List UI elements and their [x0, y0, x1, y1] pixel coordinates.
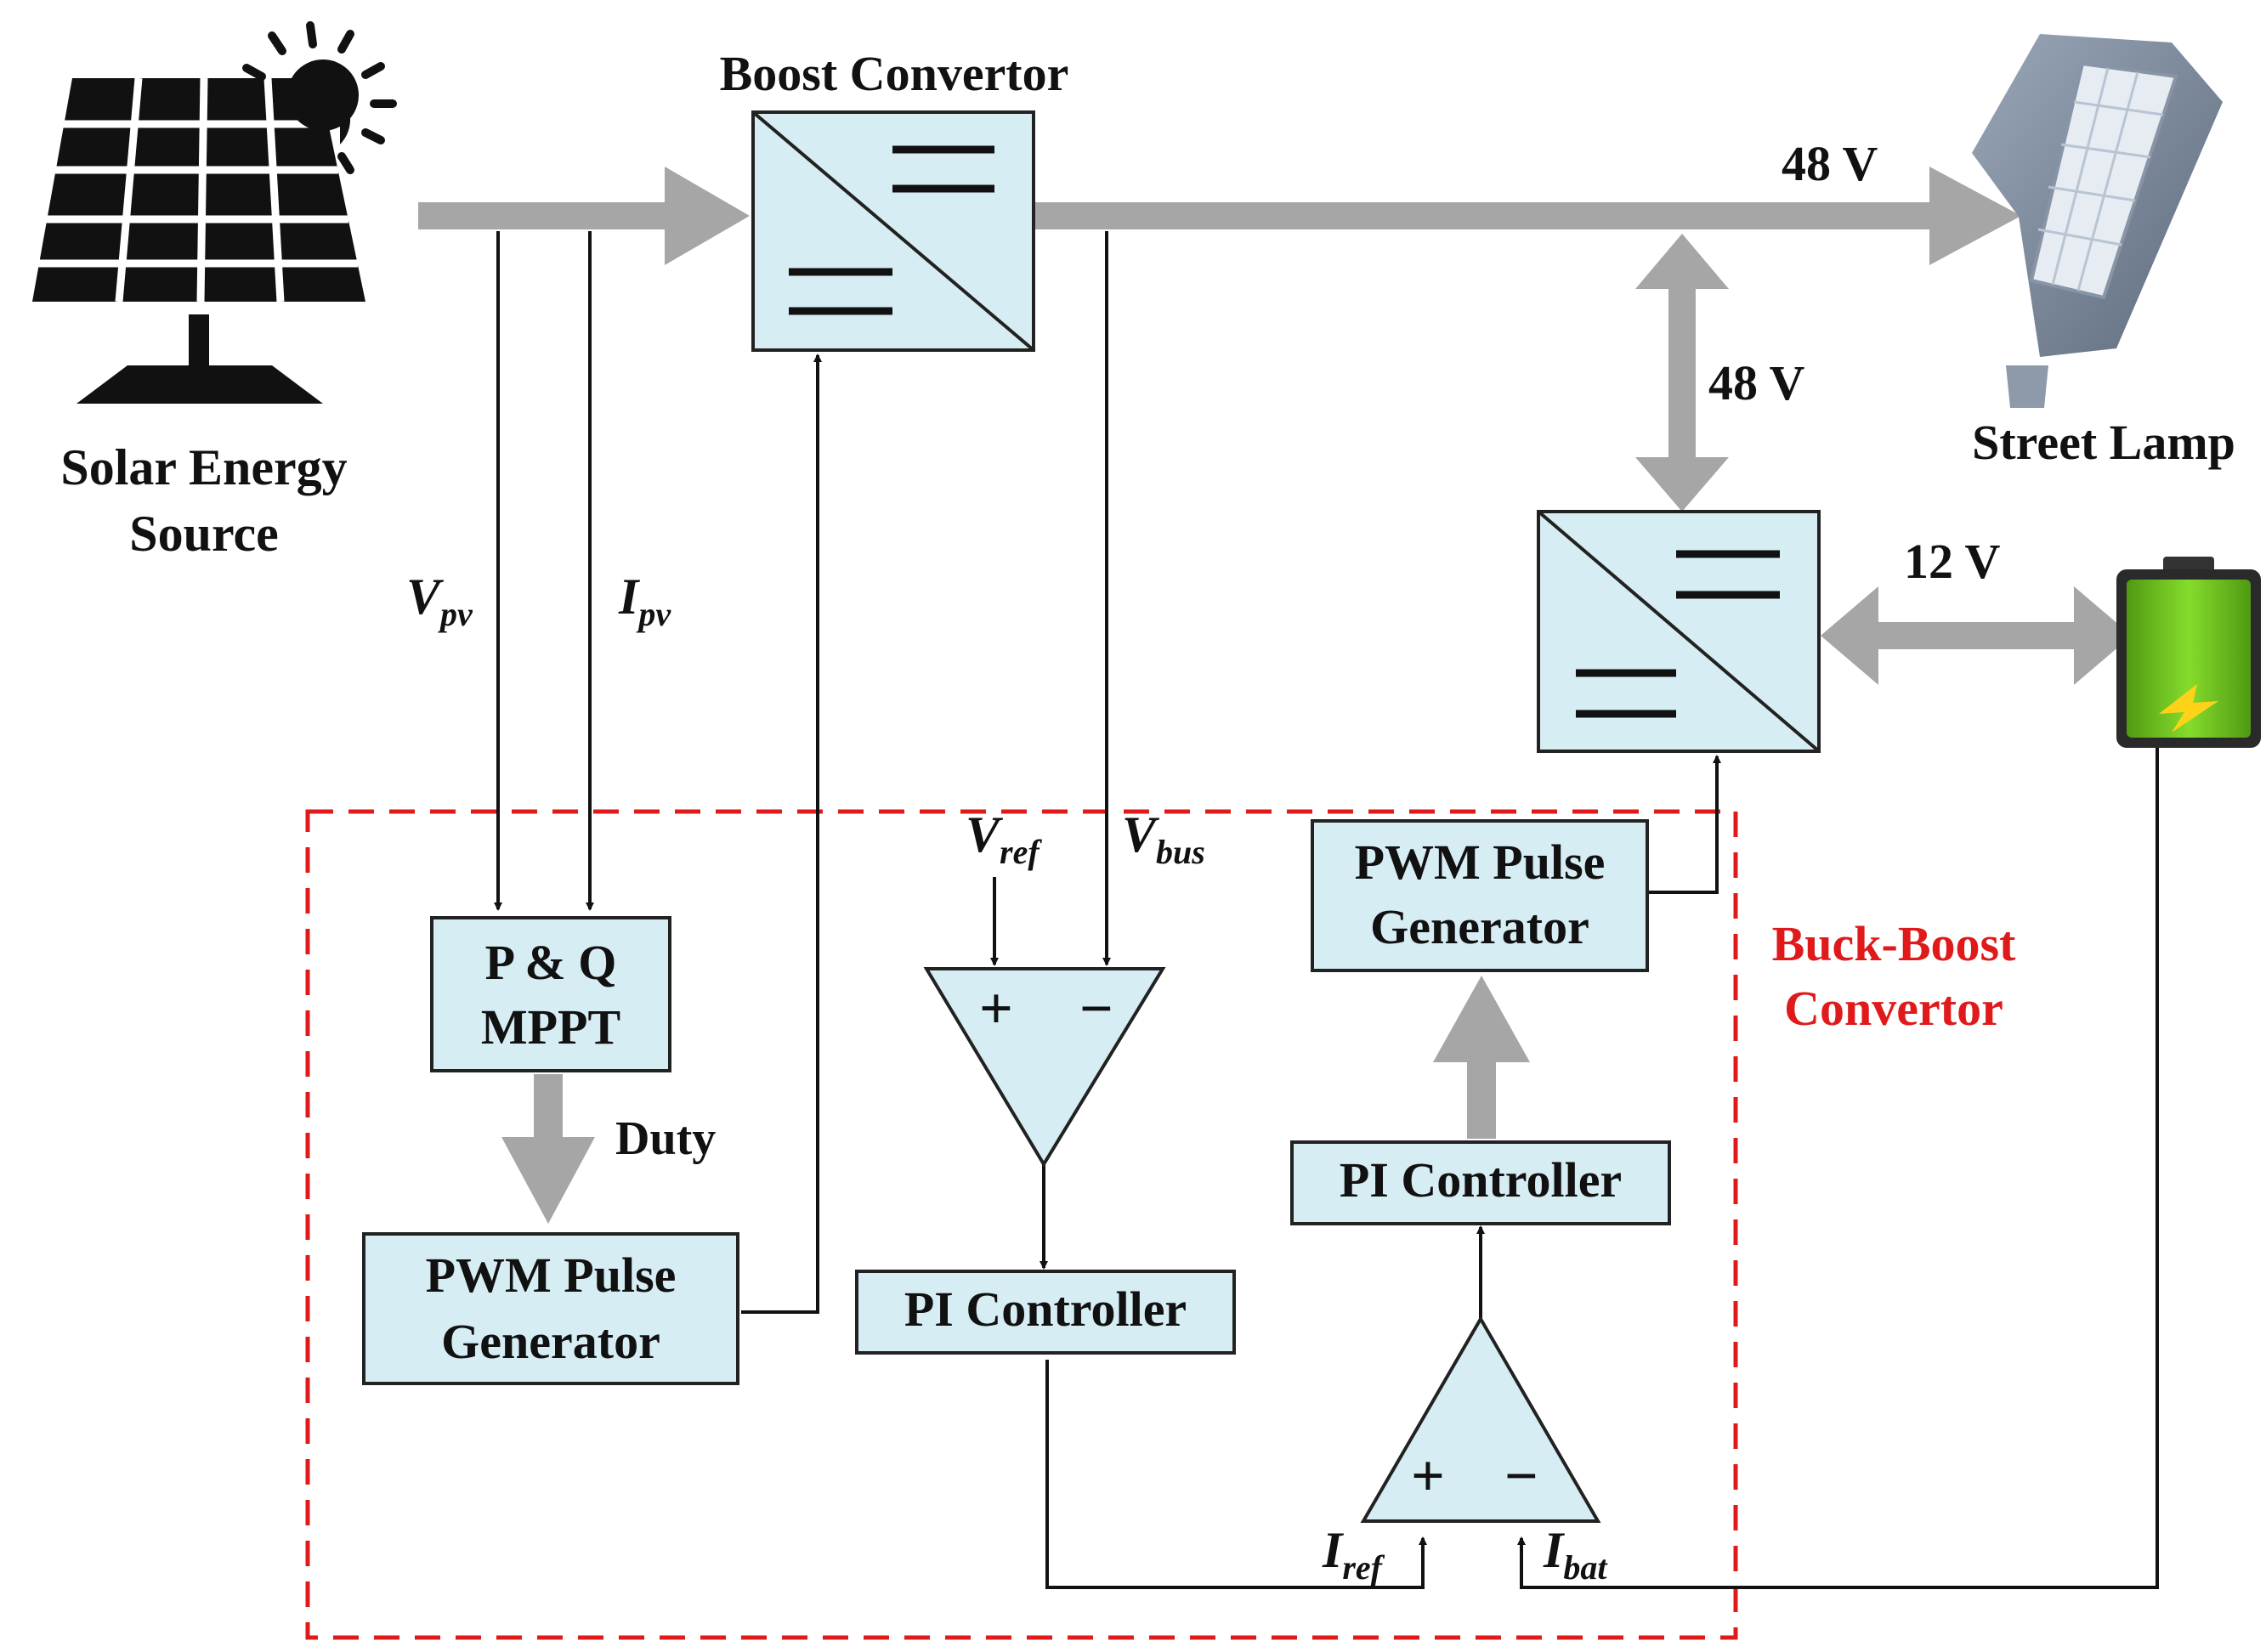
boost-duty-signal-line: [741, 354, 822, 1314]
pi-mid-block: PI Controller: [855, 1270, 1236, 1355]
battery-voltage-label: 12 V: [1904, 534, 2000, 589]
current-minus-sign: −: [1504, 1444, 1538, 1509]
solar-source-label-line1: Solar Energy: [60, 439, 347, 495]
pwm-right-block: PWM Pulse Generator: [1311, 819, 1649, 972]
voltage-minus-sign: −: [1079, 976, 1113, 1042]
vref-label: Vref: [966, 806, 1042, 871]
pwm-right-label-line1: PWM Pulse: [1355, 834, 1606, 890]
pwm-right-label-line2: Generator: [1370, 899, 1589, 954]
street-lamp-icon: [1972, 34, 2223, 408]
pwm-left-block: PWM Pulse Generator: [362, 1232, 739, 1385]
buckboost-converter-block: [1537, 510, 1821, 753]
boost-converter-title: Boost Convertor: [720, 46, 1069, 101]
bus-power-arrow: [1035, 167, 2021, 265]
pi-mid-label: PI Controller: [904, 1281, 1187, 1337]
battery-icon: [2116, 557, 2261, 748]
ipv-label: Ipv: [618, 569, 671, 633]
pi-right-label: PI Controller: [1340, 1152, 1622, 1208]
mppt-label-line2: MPPT: [481, 999, 620, 1055]
voltage-plus-sign: +: [979, 976, 1013, 1042]
buckboost-label-line1: Buck-Boost: [1772, 916, 2017, 971]
sun-icon: [242, 21, 397, 174]
buckboost-control-region: [305, 809, 1738, 1640]
mppt-block: P & Q MPPT: [430, 916, 671, 1072]
solar-source-label-line2: Source: [129, 506, 279, 562]
pwm-left-label-line1: PWM Pulse: [426, 1247, 677, 1303]
bus-to-buckboost-arrow: [1635, 234, 1729, 512]
duty-arrow: [501, 1074, 595, 1224]
boost-converter-block: [751, 110, 1035, 352]
pv-power-arrow: [418, 167, 750, 265]
buckboost-duty-signal-line: [1649, 755, 1721, 894]
solar-panel-icon: [32, 77, 365, 404]
bus-voltage-label-mid: 48 V: [1708, 355, 1804, 410]
mppt-label-line1: P & Q: [485, 935, 617, 990]
current-plus-sign: +: [1411, 1444, 1445, 1509]
vpv-label: Vpv: [406, 569, 473, 633]
ibat-label: Ibat: [1543, 1522, 1608, 1587]
battery-power-arrow: [1821, 586, 2132, 685]
duty-label: Duty: [615, 1112, 716, 1165]
street-lamp-label: Street Lamp: [1972, 415, 2235, 470]
bus-voltage-label-top: 48 V: [1782, 136, 1878, 191]
iref-signal-line: [1045, 1360, 1427, 1589]
iref-label: Iref: [1322, 1522, 1385, 1587]
current-summing-junction: + −: [1360, 1315, 1601, 1523]
buckboost-label-line2: Convertor: [1784, 981, 2003, 1036]
ibat-signal-line: [1517, 748, 2159, 1589]
voltage-summing-junction: + −: [923, 967, 1166, 1168]
pi-to-pwm-arrow: [1433, 976, 1530, 1139]
pwm-left-label-line2: Generator: [441, 1314, 660, 1369]
vbus-label: Vbus: [1122, 806, 1205, 871]
pi-right-block: PI Controller: [1290, 1140, 1671, 1225]
